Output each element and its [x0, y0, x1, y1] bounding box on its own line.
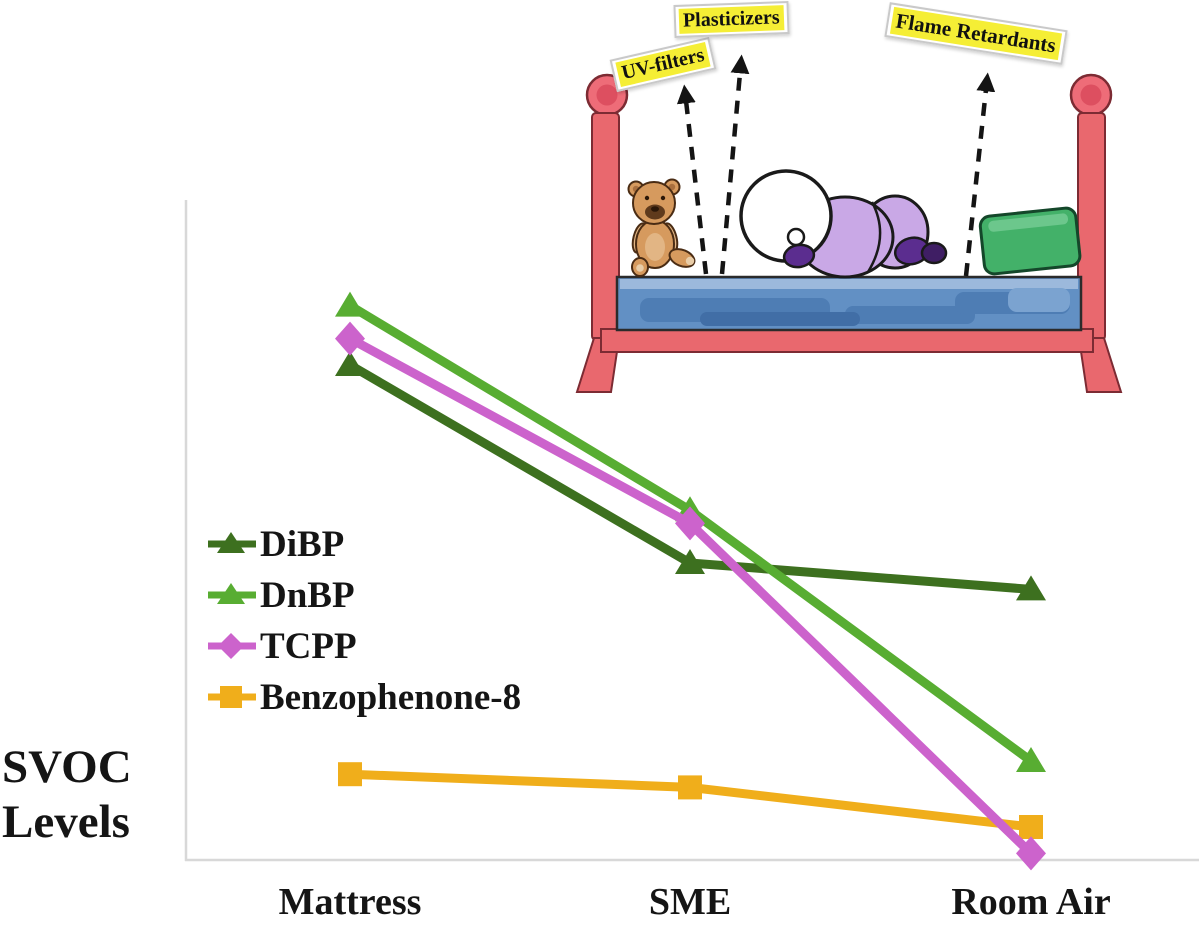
crib-rail	[600, 328, 1094, 353]
teddy-muzzle	[645, 204, 665, 220]
legend-label-tcpp: TCPP	[260, 625, 357, 667]
baby-ear	[786, 227, 806, 247]
data-point-dnbp-room-air	[1016, 747, 1046, 772]
legend-label-dnbp: DnBP	[260, 574, 355, 616]
mattress-shade-2	[845, 306, 975, 324]
legend-marker-dibp	[207, 529, 259, 559]
y-axis-title: SVOC Levels	[2, 740, 132, 849]
crib-illustration	[575, 54, 1123, 393]
series-layer	[335, 291, 1046, 871]
legend-glyph-square	[208, 686, 256, 708]
arrow-plasticizers	[719, 54, 750, 275]
data-point-tcpp-mattress	[335, 321, 365, 356]
arrow-uv-filters	[676, 84, 709, 275]
data-point-benzophenone-8-sme	[678, 775, 702, 800]
legend-glyph-diamond	[208, 633, 256, 659]
x-tick-label-mattress: Mattress	[278, 881, 422, 923]
pillow-highlight	[988, 213, 1069, 232]
teddy-left-eye	[644, 195, 650, 201]
mattress-top-band	[620, 279, 1078, 289]
emission-arrows	[676, 54, 996, 277]
y-axis-title-line2: Levels	[2, 795, 130, 848]
data-point-dnbp-mattress	[335, 291, 365, 317]
data-point-dibp-mattress	[335, 351, 365, 376]
crib-right-knob-center	[1080, 84, 1102, 106]
legend-item-tcpp: TCPP	[207, 625, 521, 667]
legend-item-dibp: DiBP	[207, 523, 521, 565]
legend-glyph-triangle	[208, 583, 256, 604]
baby-mitten	[782, 243, 816, 269]
legend-item-dnbp: DnBP	[207, 574, 521, 616]
baby-foot	[920, 241, 948, 265]
legend-label-dibp: DiBP	[260, 523, 345, 565]
legend-marker-benzophenone-8	[207, 682, 259, 712]
sleeping-baby	[739, 169, 948, 279]
teddy-right-paw	[685, 256, 695, 266]
y-axis-title-line1: SVOC	[2, 741, 132, 793]
data-point-tcpp-room-air	[1016, 836, 1046, 871]
baby-head	[739, 169, 833, 263]
crib-left-post	[591, 112, 620, 341]
teddy-bear	[627, 178, 696, 277]
data-point-dibp-sme	[675, 549, 705, 574]
mattress-highlight	[1008, 288, 1070, 312]
legend-marker-tcpp	[207, 631, 259, 661]
data-point-benzophenone-8-room-air	[1019, 815, 1043, 839]
teddy-right-eye	[660, 195, 666, 201]
crib-mattress	[615, 275, 1083, 332]
x-tick-label-room-air: Room Air	[951, 881, 1111, 923]
callout-plasticizers-text: Plasticizers	[678, 5, 785, 34]
legend: DiBP DnBP TCPP Benzophenone-8	[207, 524, 521, 728]
crib-left-knob-center	[596, 84, 618, 106]
data-point-tcpp-sme	[675, 506, 705, 541]
arrow-flame-retardants	[963, 72, 996, 277]
mattress-shade-4	[700, 312, 860, 326]
data-point-dibp-room-air	[1016, 575, 1046, 601]
data-point-benzophenone-8-mattress	[338, 762, 362, 787]
pillow	[978, 206, 1082, 276]
legend-glyph-triangle	[208, 532, 256, 553]
x-tick-label-sme: SME	[648, 881, 732, 923]
legend-marker-dnbp	[207, 580, 259, 610]
legend-item-benzophenone-8: Benzophenone-8	[207, 676, 522, 718]
teddy-belly	[645, 233, 665, 261]
teddy-left-paw	[636, 264, 644, 272]
teddy-nose	[651, 206, 659, 212]
callout-plasticizers: Plasticizers	[673, 1, 790, 38]
legend-label-benzophenone-8: Benzophenone-8	[260, 676, 522, 718]
baby-suit-crease	[866, 201, 882, 273]
